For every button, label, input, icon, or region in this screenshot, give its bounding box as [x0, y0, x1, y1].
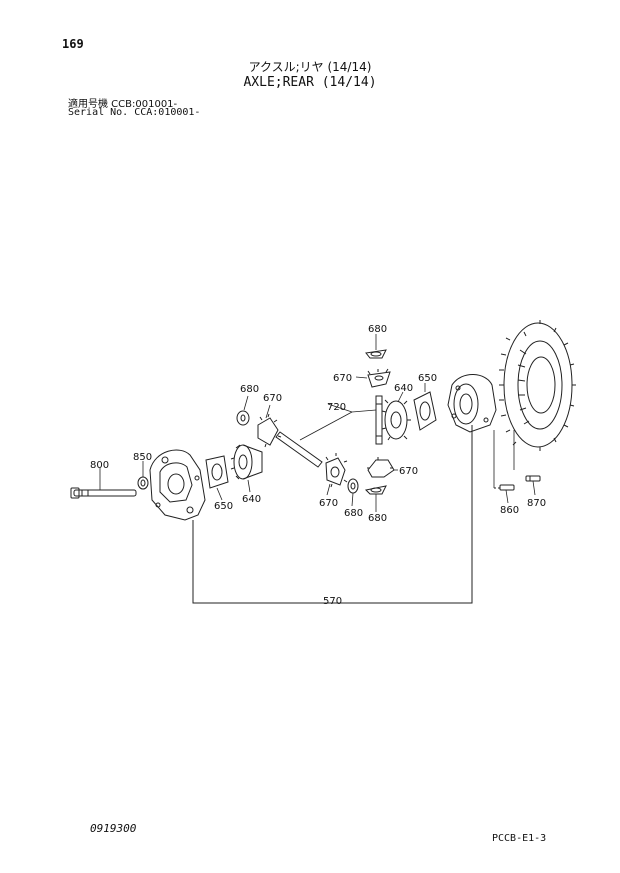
pin-870: [525, 475, 541, 482]
callout-650-left: 650: [214, 501, 233, 512]
callout-640-left: 640: [242, 494, 261, 505]
callout-850: 850: [133, 452, 152, 463]
callout-670-top: 670: [333, 373, 352, 384]
serial-range: Serial No. CCA:010001-: [68, 107, 201, 118]
callout-650-right: 650: [418, 373, 437, 384]
serial-range-japanese: 適用号機 CCB:001001-: [68, 99, 178, 110]
callout-670-left: 670: [263, 393, 282, 404]
page-title: AXLE;REAR (14/14): [243, 75, 377, 90]
callout-870: 870: [527, 498, 546, 509]
side-gear-640-right: [381, 399, 411, 441]
ring-gear: [499, 320, 576, 451]
sheet-reference: PCCB-E1-3: [492, 833, 547, 844]
diff-case-left: [149, 449, 206, 521]
side-gear-640-left: [230, 444, 263, 480]
pinion-shaft-720-vertical: [375, 395, 383, 445]
pinion-670-left: [257, 413, 282, 448]
thrust-washer-650-right: [413, 391, 437, 431]
pinion-670-bottom: [325, 453, 348, 488]
drawing-code: 0919300: [90, 822, 137, 835]
bolt-800: [70, 487, 137, 499]
thrust-washer-680-mid: [347, 478, 359, 494]
page-number: 169: [62, 37, 84, 51]
callout-670-mid: 670: [399, 466, 418, 477]
thrust-washer-680-top: [365, 349, 387, 359]
callout-680-mid: 680: [344, 508, 363, 519]
leader-lines: [99, 334, 536, 512]
callout-640-right: 640: [394, 383, 413, 394]
pinion-670-mid: [367, 457, 395, 478]
assembly-bracket-570: [192, 425, 473, 604]
callout-860: 860: [500, 505, 519, 516]
callout-680-top: 680: [368, 324, 387, 335]
thrust-washer-650-left: [205, 455, 229, 489]
callout-720: 720: [327, 402, 346, 413]
thrust-washer-680-bottom: [364, 485, 387, 495]
pin-860: [494, 484, 515, 491]
pinion-670-top: [367, 368, 391, 388]
callout-680-bottom: 680: [368, 513, 387, 524]
callout-670-bottom: 670: [319, 498, 338, 509]
washer-850: [137, 476, 149, 490]
callout-800: 800: [90, 460, 109, 471]
pinion-shaft-720: [275, 431, 323, 468]
page-title-japanese: アクスル;リヤ (14/14): [248, 60, 372, 74]
callout-570: 570: [323, 596, 342, 607]
callout-680-left: 680: [240, 384, 259, 395]
thrust-washer-680-left: [236, 410, 250, 426]
diff-case-right: [447, 374, 497, 433]
